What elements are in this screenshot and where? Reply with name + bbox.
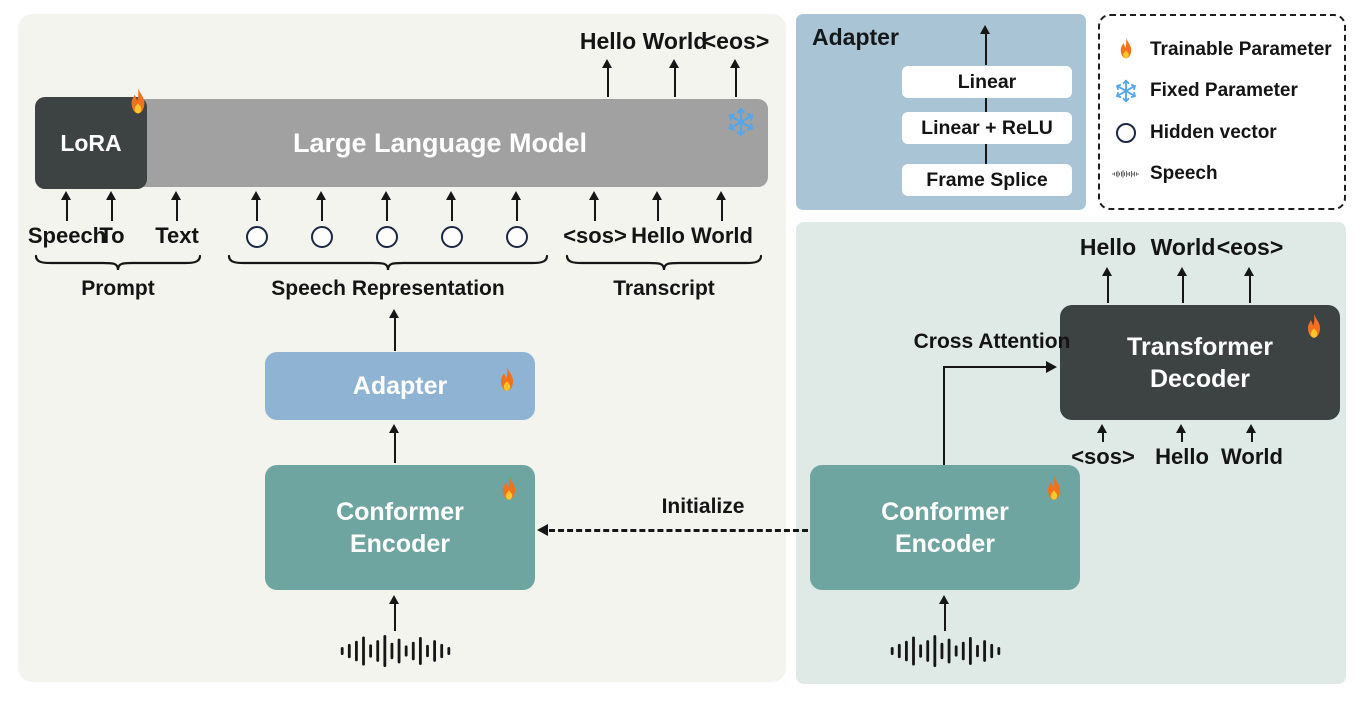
snowflake-icon	[1114, 79, 1138, 103]
output-token: World	[642, 28, 708, 54]
conformer-encoder-label: Conformer Encoder	[881, 497, 1009, 558]
layer-linear-relu: Linear + ReLU	[902, 112, 1072, 144]
legend: Trainable Parameter Fixed Parameter Hidd…	[1098, 14, 1346, 210]
arrow-up	[380, 190, 393, 221]
output-token: <eos>	[702, 28, 770, 54]
snowflake-icon	[726, 107, 756, 137]
conformer-encoder-label: Conformer Encoder	[336, 497, 464, 558]
arrow-up	[1101, 266, 1114, 303]
output-token: Hello	[579, 28, 637, 54]
prompt-brace-label: Prompt	[81, 277, 155, 300]
legend-item-speech: Speech	[1112, 161, 1332, 188]
lora-label: LoRA	[60, 129, 122, 156]
prompt-brace	[34, 254, 202, 271]
flame-icon	[123, 87, 153, 119]
legend-item-fixed: Fixed Parameter	[1112, 78, 1332, 105]
transcript-brace-label: Transcript	[613, 277, 715, 300]
flame-icon	[493, 366, 521, 396]
arrow-up	[510, 190, 523, 221]
transcript-token: World	[691, 223, 753, 248]
arrow-up	[170, 190, 183, 221]
adapter-box-label: Adapter	[352, 371, 448, 400]
arrow-up	[715, 190, 728, 221]
arrow-right-head	[1046, 361, 1057, 373]
flame-icon	[1040, 475, 1068, 505]
transformer-decoder-label: Transformer Decoder	[1127, 332, 1273, 393]
legend-item-hidden-vector: Hidden vector	[1112, 119, 1332, 146]
arrow-up	[250, 190, 263, 221]
arrow-up	[1243, 266, 1256, 303]
arrow-up	[445, 190, 458, 221]
adapter-box: Adapter	[265, 352, 535, 420]
hidden-vector-icon	[246, 226, 268, 248]
output-token: <eos>	[1216, 234, 1284, 260]
cross-attention-line	[943, 367, 946, 465]
arrow-up	[979, 24, 992, 65]
connector-line	[985, 98, 988, 112]
transcript-brace	[565, 254, 763, 271]
adapter-detail-title: Adapter	[812, 24, 899, 50]
output-token: Hello	[1079, 234, 1137, 260]
transcript-token: Hello	[631, 223, 685, 248]
llm-label: Large Language Model	[292, 127, 588, 158]
encoder-decoder-panel	[796, 222, 1346, 684]
connector-line	[985, 144, 988, 164]
legend-label: Hidden vector	[1150, 121, 1277, 143]
transformer-decoder-box: Transformer Decoder	[1060, 305, 1340, 420]
conformer-encoder-box: Conformer Encoder	[265, 465, 535, 590]
legend-label: Fixed Parameter	[1150, 80, 1298, 102]
cross-attention-label: Cross Attention	[913, 330, 1071, 353]
arrow-up	[651, 190, 664, 221]
arrow-up	[1176, 266, 1189, 303]
input-token: <sos>	[1071, 444, 1135, 469]
arrow-up	[1245, 423, 1258, 442]
arrow-up	[388, 308, 401, 351]
cross-attention-line	[943, 366, 1047, 369]
arrow-up	[60, 190, 73, 221]
transcript-token: <sos>	[563, 223, 627, 248]
layer-linear: Linear	[902, 66, 1072, 98]
prompt-token: Speech	[27, 223, 107, 248]
initialize-label: Initialize	[661, 495, 745, 518]
arrow-left-head	[537, 524, 548, 536]
dashed-line	[549, 529, 808, 532]
arrow-up	[601, 58, 614, 97]
flame-icon	[495, 475, 523, 505]
speech-representation-brace-label: Speech Representation	[271, 277, 505, 300]
legend-label: Speech	[1150, 163, 1218, 185]
circle-outline-icon	[1115, 122, 1136, 143]
arrow-up	[315, 190, 328, 221]
flame-icon	[1114, 37, 1138, 63]
speech-representation-brace	[227, 254, 549, 271]
output-token: World	[1150, 234, 1216, 260]
conformer-encoder-box-right: Conformer Encoder	[810, 465, 1080, 590]
arrow-up	[388, 594, 401, 631]
hidden-vector-icon	[311, 226, 333, 248]
prompt-token: Text	[155, 223, 199, 248]
legend-label: Trainable Parameter	[1150, 38, 1332, 60]
input-token: Hello	[1155, 444, 1209, 469]
arrow-up	[588, 190, 601, 221]
arrow-up	[938, 594, 951, 631]
waveform-icon	[1112, 162, 1139, 186]
input-token: World	[1221, 444, 1283, 469]
arrow-up	[105, 190, 118, 221]
legend-item-trainable: Trainable Parameter	[1112, 36, 1332, 63]
prompt-token: To	[99, 223, 125, 248]
arrow-up	[729, 58, 742, 97]
lora-box: LoRA	[35, 87, 147, 189]
flame-icon	[1300, 313, 1328, 343]
arrow-up	[1096, 423, 1109, 442]
hidden-vector-icon	[441, 226, 463, 248]
arrow-up	[668, 58, 681, 97]
layer-frame-splice: Frame Splice	[902, 164, 1072, 196]
hidden-vector-icon	[506, 226, 528, 248]
hidden-vector-icon	[376, 226, 398, 248]
waveform-icon	[338, 632, 453, 670]
llm-box: Large Language Model	[112, 99, 768, 187]
waveform-icon	[888, 632, 1003, 670]
arrow-up	[1175, 423, 1188, 442]
arrow-up	[388, 423, 401, 463]
